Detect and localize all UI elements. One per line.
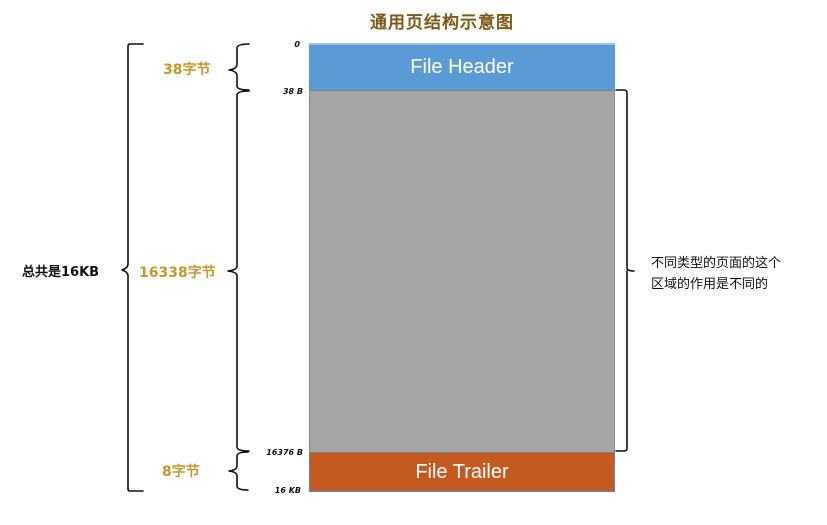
offset-end: 16 KB [274, 486, 301, 495]
file-trailer-label: File Trailer [415, 460, 509, 483]
trailer-size-label: 8字节 [162, 464, 200, 480]
total-size-label: 总共是16KB [22, 265, 100, 280]
file-header-label: File Header [410, 56, 514, 78]
page-body-segment [309, 90, 615, 452]
total-bracket [121, 43, 144, 492]
offset-header-end: 38 B [282, 87, 303, 96]
offset-start: 0 [294, 40, 300, 49]
body-note-line-1: 不同类型的页面的这个 [651, 256, 782, 271]
header-size-label: 38字节 [163, 62, 211, 78]
file-trailer-segment: File Trailer [309, 452, 615, 492]
body-size-label: 16338字节 [139, 265, 216, 281]
body-note: 不同类型的页面的这个 区域的作用是不同的 [651, 253, 781, 295]
diagram-title: 通用页结构示意图 [370, 13, 514, 33]
offset-trailer-start: 16376 B [266, 448, 303, 457]
header-bracket [228, 43, 250, 91]
trailer-bracket [228, 451, 249, 491]
right-body-bracket [615, 89, 635, 452]
body-note-line-2: 区域的作用是不同的 [651, 277, 769, 292]
file-header-segment: File Header [309, 43, 615, 90]
body-bracket [227, 90, 250, 452]
